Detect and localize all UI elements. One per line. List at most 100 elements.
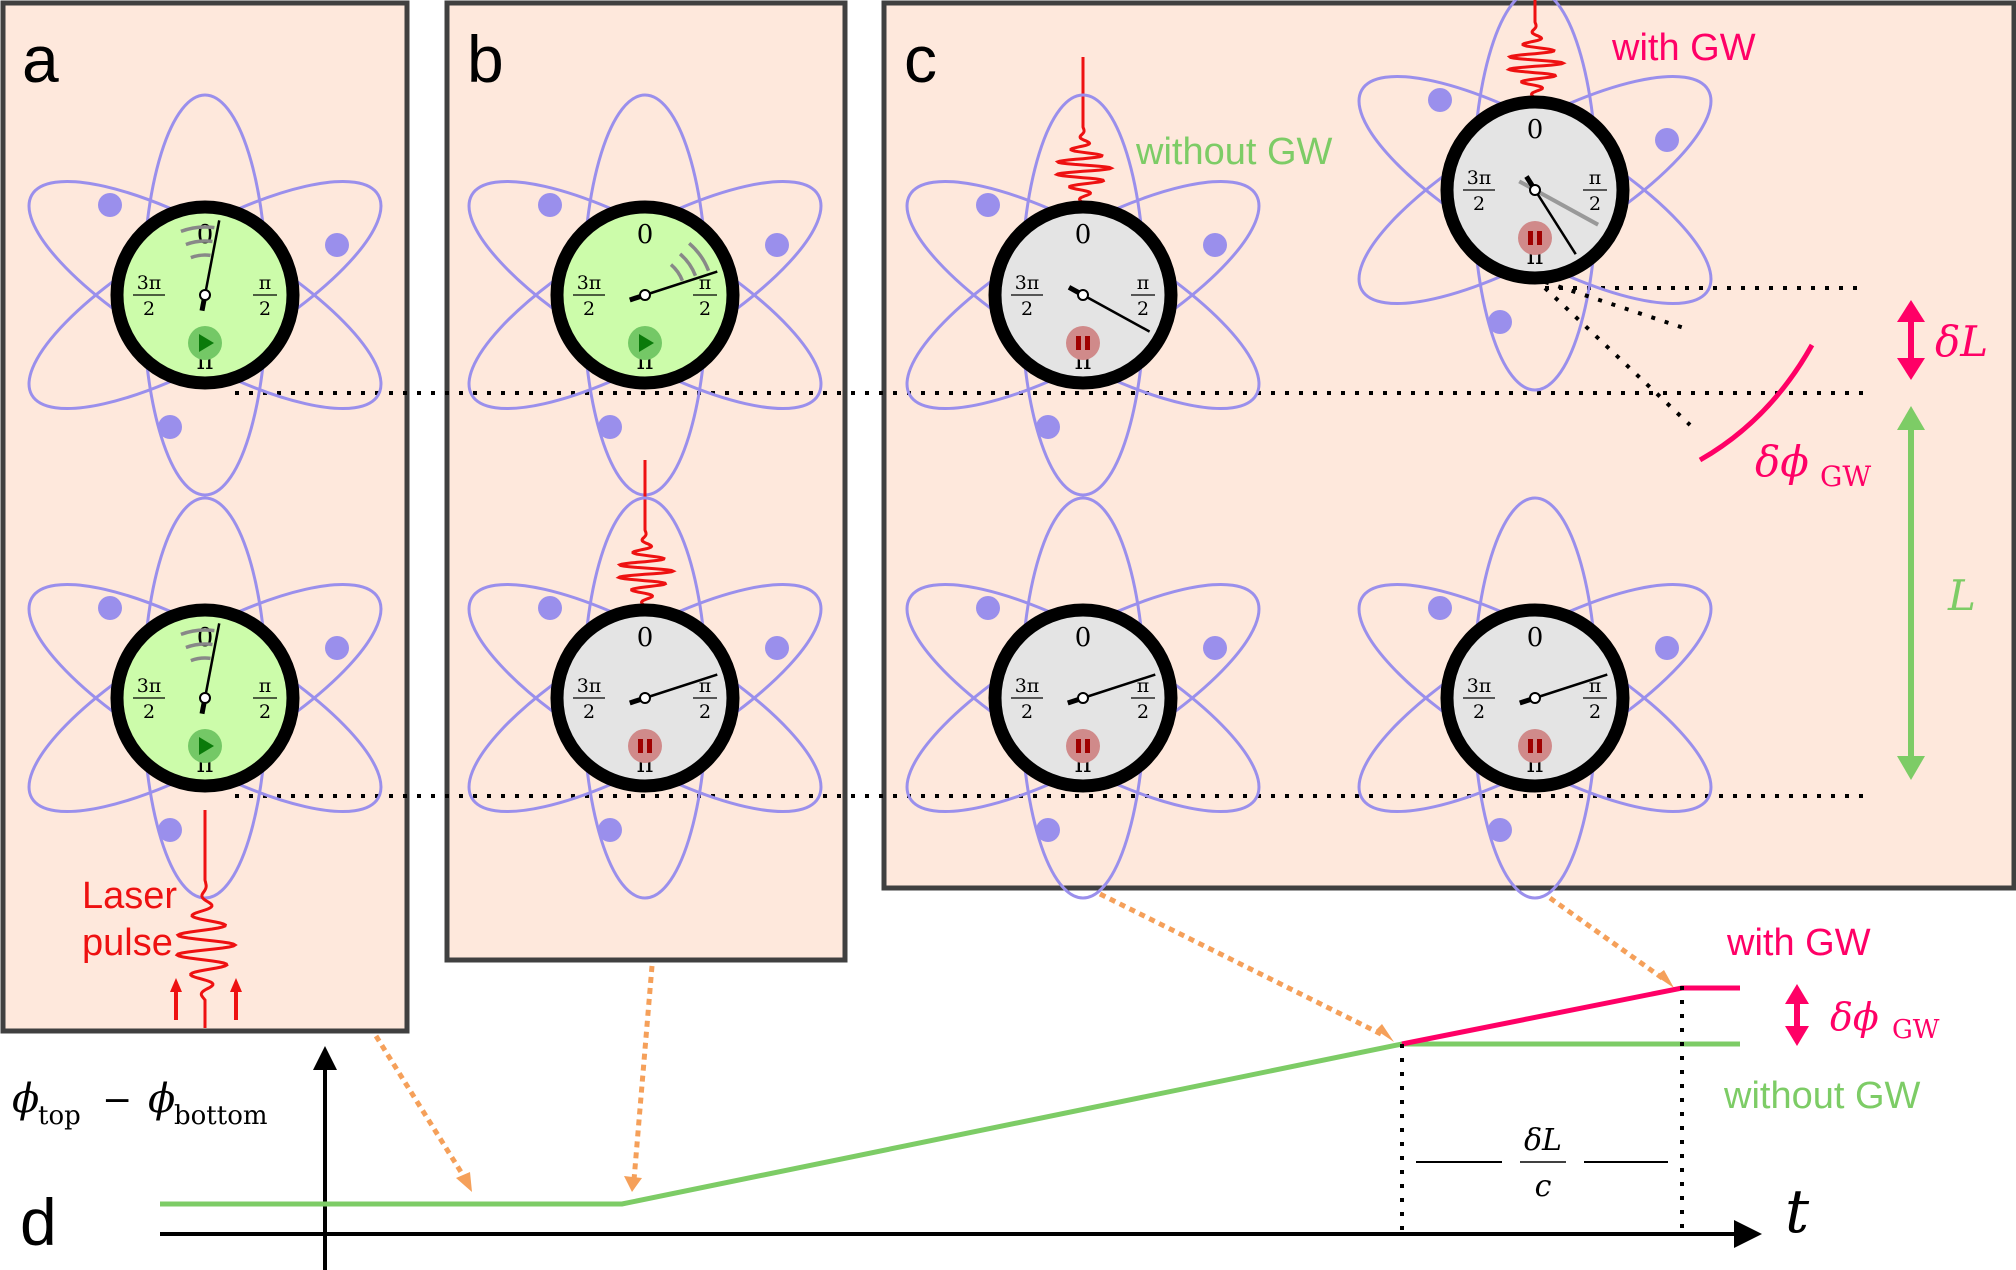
hand-pivot xyxy=(639,289,651,301)
dial-label-three-half-pi-num: 3π xyxy=(1015,675,1040,697)
pause-icon xyxy=(1076,739,1081,753)
arrowhead-down-icon xyxy=(1897,358,1925,380)
phase-guide-line xyxy=(1544,280,1691,332)
hand-pivot xyxy=(639,692,651,704)
dial-label-three-half-pi-num: 3π xyxy=(1467,167,1492,189)
pause-icon xyxy=(1528,231,1533,245)
dial-label-half-pi-den: 2 xyxy=(699,298,711,320)
dial-label-zero: 0 xyxy=(637,220,654,250)
play-icon xyxy=(639,334,654,352)
phase-guide-line xyxy=(1543,286,1692,427)
y-label-minus: − xyxy=(102,1080,132,1121)
motion-arc xyxy=(190,253,211,260)
motion-arc xyxy=(687,241,711,272)
plot-without-gw-label: without GW xyxy=(1723,1075,1921,1117)
panel-b-letter: b xyxy=(467,22,504,96)
electron xyxy=(1488,818,1512,842)
arrowhead-up-icon xyxy=(1897,300,1925,322)
pause-icon xyxy=(1537,739,1542,753)
y-label-sub-bottom: bottom xyxy=(174,1101,268,1131)
dial-label-three-half-pi-den: 2 xyxy=(143,298,155,320)
electron xyxy=(98,193,122,217)
arrowhead-down-icon xyxy=(1897,756,1925,780)
motion-arc xyxy=(669,263,685,282)
arrowhead-up-icon xyxy=(1785,984,1809,1004)
laser-wave xyxy=(1505,0,1567,100)
motion-arc xyxy=(180,628,215,637)
dial-label-three-half-pi-num: 3π xyxy=(577,272,602,294)
dial-label-half-pi-den: 2 xyxy=(1137,298,1149,320)
dial-label-half-pi-den: 2 xyxy=(699,701,711,723)
electron xyxy=(1428,88,1452,112)
connector-b xyxy=(631,965,655,1181)
pause-icon xyxy=(638,739,643,753)
series-without-gw xyxy=(160,1041,1740,1207)
electron xyxy=(538,193,562,217)
delta-l-indicator: δL xyxy=(1897,300,1988,380)
delta-phi-subscript: GW xyxy=(1820,460,1871,493)
dial-label-three-half-pi-den: 2 xyxy=(1021,298,1033,320)
connector-arrowhead-icon xyxy=(624,1176,642,1192)
dial-label-half-pi-den: 2 xyxy=(1589,193,1601,215)
pause-badge xyxy=(628,729,662,763)
panel-c-letter: c xyxy=(904,22,937,96)
motion-arc xyxy=(185,239,213,247)
electron xyxy=(98,596,122,620)
connector-arrowhead-icon xyxy=(456,1172,472,1192)
laser-label-line1: Laser xyxy=(82,875,177,917)
clock-hand xyxy=(203,220,221,296)
y-axis-label: ϕ top − ϕ bottom xyxy=(12,1076,268,1131)
dial-label-zero: 0 xyxy=(637,623,654,653)
dial-label-three-half-pi-num: 3π xyxy=(137,675,162,697)
connector-arrowhead-icon xyxy=(1656,970,1674,988)
panel-d-letter: d xyxy=(20,1185,57,1259)
clock-hand xyxy=(644,270,718,297)
with-gw-label: with GW xyxy=(1611,27,1756,69)
l-label: L xyxy=(1947,571,1976,620)
laser-wave xyxy=(174,810,238,1028)
electron xyxy=(1428,596,1452,620)
y-axis-arrowhead-icon xyxy=(313,1046,337,1070)
dl-denominator: c xyxy=(1535,1169,1552,1204)
arrowhead-icon xyxy=(230,978,242,992)
clock-hand xyxy=(1534,673,1608,700)
pause-badge xyxy=(1518,221,1552,255)
pause-badge xyxy=(1066,326,1100,360)
clock-hand xyxy=(1533,189,1577,255)
electron xyxy=(598,818,622,842)
arrowhead-icon xyxy=(170,978,182,992)
dial-label-three-half-pi-num: 3π xyxy=(1015,272,1040,294)
dial-label-three-half-pi-num: 3π xyxy=(1467,675,1492,697)
hand-pivot xyxy=(1529,692,1541,704)
pause-badge xyxy=(1518,729,1552,763)
dial-label-zero: 0 xyxy=(197,220,214,250)
pause-icon xyxy=(1076,336,1081,350)
hand-pivot xyxy=(1529,184,1541,196)
y-label-sub-top: top xyxy=(38,1101,81,1131)
electron xyxy=(1036,818,1060,842)
play-icon xyxy=(199,334,214,352)
motion-arc xyxy=(180,225,215,234)
l-indicator: L xyxy=(1897,406,1976,780)
motion-arc xyxy=(185,642,213,650)
without-gw-label: without GW xyxy=(1135,131,1333,173)
hand-pivot xyxy=(1077,289,1089,301)
hand-pivot xyxy=(199,692,211,704)
x-axis-label: t xyxy=(1785,1177,1810,1247)
laser-wave xyxy=(1053,57,1115,205)
dial-label-three-half-pi-den: 2 xyxy=(1473,701,1485,723)
electron xyxy=(1203,233,1227,257)
phase-arc xyxy=(1698,343,1815,463)
pause-icon xyxy=(647,739,652,753)
delta-phi-label: δϕ xyxy=(1755,437,1809,486)
electron xyxy=(1655,128,1679,152)
dl-numerator: δL xyxy=(1524,1123,1562,1158)
dial-label-zero: 0 xyxy=(1527,115,1544,145)
dial-label-three-half-pi-den: 2 xyxy=(1021,701,1033,723)
plot-delta-phi-subscript: GW xyxy=(1892,1015,1940,1045)
y-label-phi-top: ϕ xyxy=(12,1076,39,1122)
